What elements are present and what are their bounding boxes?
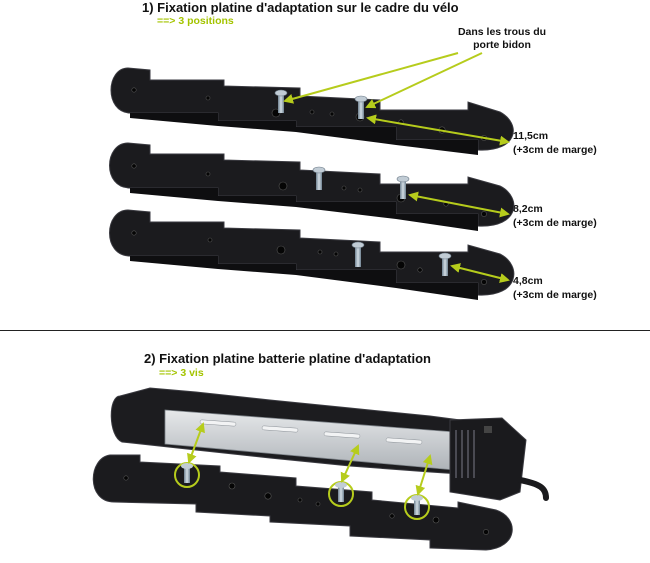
adapter-plate-3 — [109, 209, 515, 300]
measurement-2-margin: (+3cm de marge) — [513, 217, 597, 229]
rail-slots — [199, 419, 423, 445]
section2-subtitle: ==> 3 vis — [159, 367, 204, 379]
section2-title: 2) Fixation platine batterie platine d'a… — [144, 351, 431, 366]
adapter-plate-2 — [109, 142, 515, 231]
plate-2-screws — [312, 166, 410, 199]
measurement-1-margin: (+3cm de marge) — [513, 144, 597, 156]
measurement-1: 11,5cm (+3cm de marge) — [513, 129, 597, 157]
measurement-3-value: 4,8cm — [513, 275, 543, 287]
note-pointer-1 — [283, 52, 459, 104]
bottle-holes-note-line1: Dans les trous du — [457, 26, 547, 38]
section2-arrows — [187, 422, 433, 496]
note-pointer-2 — [365, 52, 483, 109]
section1-arrows — [283, 52, 510, 283]
measurement-3-margin: (+3cm de marge) — [513, 289, 597, 301]
screw-arrow-2 — [340, 444, 360, 483]
bottle-holes-note: Dans les trous du porte bidon — [447, 26, 557, 52]
bottom-plate-holes — [123, 475, 489, 535]
screw-arrow-1 — [187, 422, 205, 464]
dimension-arrow-2 — [408, 191, 510, 218]
battery-mount-plate — [110, 387, 461, 475]
section1-title: 1) Fixation platine d'adaptation sur le … — [142, 0, 459, 15]
measurement-2-value: 8,2cm — [513, 203, 543, 215]
section-divider — [0, 330, 650, 331]
plate-3-screws — [351, 241, 452, 276]
measurement-3: 4,8cm (+3cm de marge) — [513, 274, 597, 302]
battery-connector — [449, 417, 527, 501]
measurement-2: 8,2cm (+3cm de marge) — [513, 202, 597, 230]
screw-arrow-3 — [415, 454, 433, 496]
battery-cable — [517, 477, 549, 501]
bottle-holes-note-line2: porte bidon — [473, 39, 531, 51]
section1-subtitle: ==> 3 positions — [157, 15, 234, 27]
dimension-arrow-3 — [450, 263, 510, 283]
dimension-arrow-1 — [366, 114, 510, 146]
plate-1-screws — [274, 89, 368, 119]
measurement-1-value: 11,5cm — [513, 130, 549, 142]
